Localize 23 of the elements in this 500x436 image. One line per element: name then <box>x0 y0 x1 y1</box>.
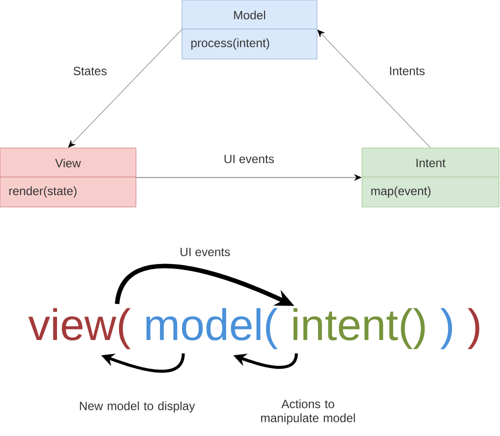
method-text: process(intent) <box>191 38 270 50</box>
class-name: Intent <box>416 158 446 168</box>
formula-word: ) <box>440 308 452 350</box>
formula-word: model( <box>146 308 278 350</box>
edge-label: Intents <box>390 66 425 76</box>
method-text: render(state) <box>9 186 76 198</box>
class-box <box>0 148 136 208</box>
arrow <box>136 174 362 181</box>
class-name: View <box>55 158 81 168</box>
edge-label: New model to display <box>80 401 195 413</box>
edge-label: UI events <box>224 154 274 164</box>
class-box <box>182 0 318 60</box>
arrow <box>317 30 431 148</box>
edge-label: Actions to manipulate model <box>261 399 355 425</box>
edge-label: States <box>74 66 107 76</box>
formula-word: view( <box>28 308 131 350</box>
edge-label: UI events <box>180 248 230 256</box>
class-box <box>362 148 500 208</box>
method-text: map(event) <box>371 186 430 198</box>
class-name: Model <box>234 10 266 20</box>
formula-word: intent() <box>294 308 425 350</box>
arrow <box>68 29 182 148</box>
formula-word: ) <box>468 308 480 350</box>
